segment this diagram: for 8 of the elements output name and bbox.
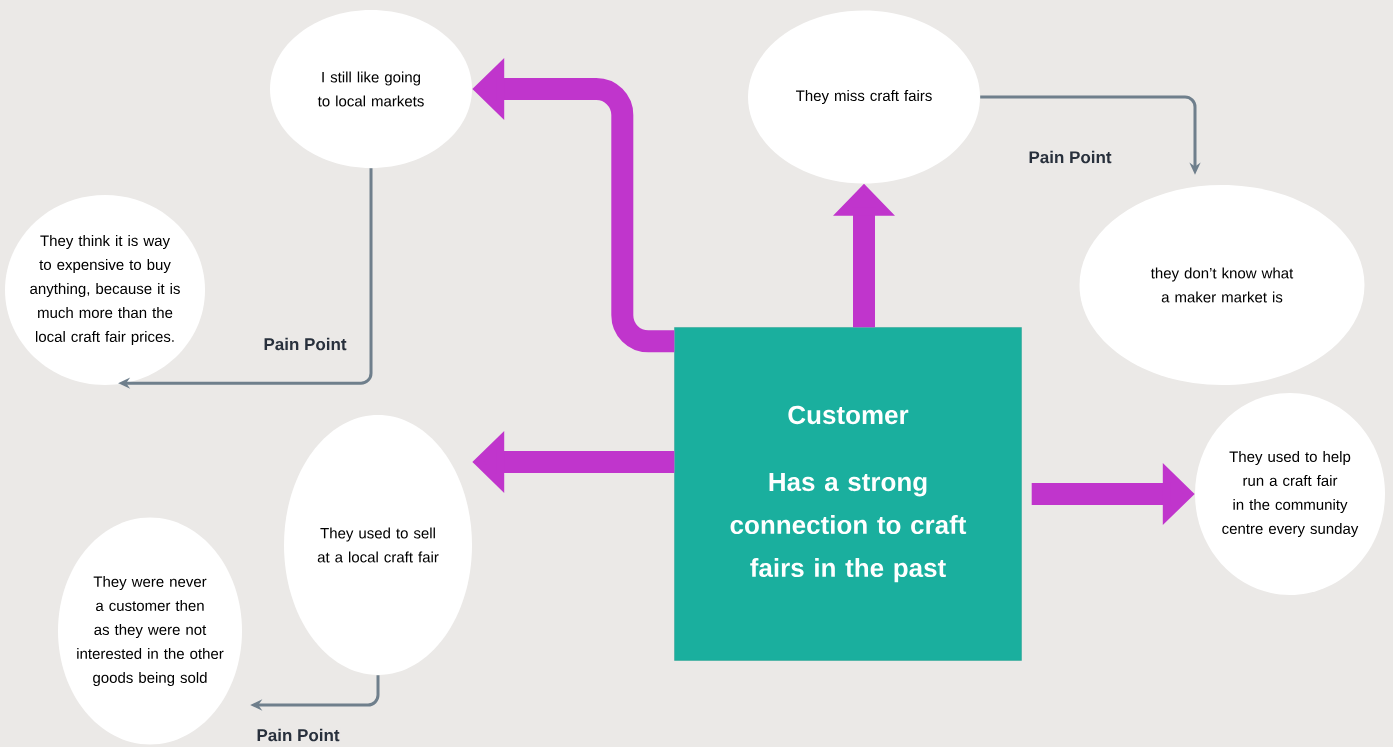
customer-box: Customer Has a strong connection to craft fairs in the past bbox=[674, 327, 1022, 661]
thought-bubble: They miss craft fairs bbox=[748, 10, 980, 184]
thought-bubble: I still like going to local markets bbox=[270, 10, 472, 168]
thought-bubble: They used to sell at a local craft fair bbox=[284, 415, 472, 675]
thought-bubble: they don’t know what a maker market is bbox=[1079, 185, 1365, 385]
thought-bubble: They were never a customer then as they were not interested in the other goods being sold bbox=[58, 517, 242, 745]
thought-bubble: They think it is way to expensive to buy anything, because it is much more than the local craft fair prices. bbox=[5, 195, 205, 385]
thought-bubble: They used to help run a craft fair in the community centre every sunday bbox=[1195, 393, 1385, 595]
